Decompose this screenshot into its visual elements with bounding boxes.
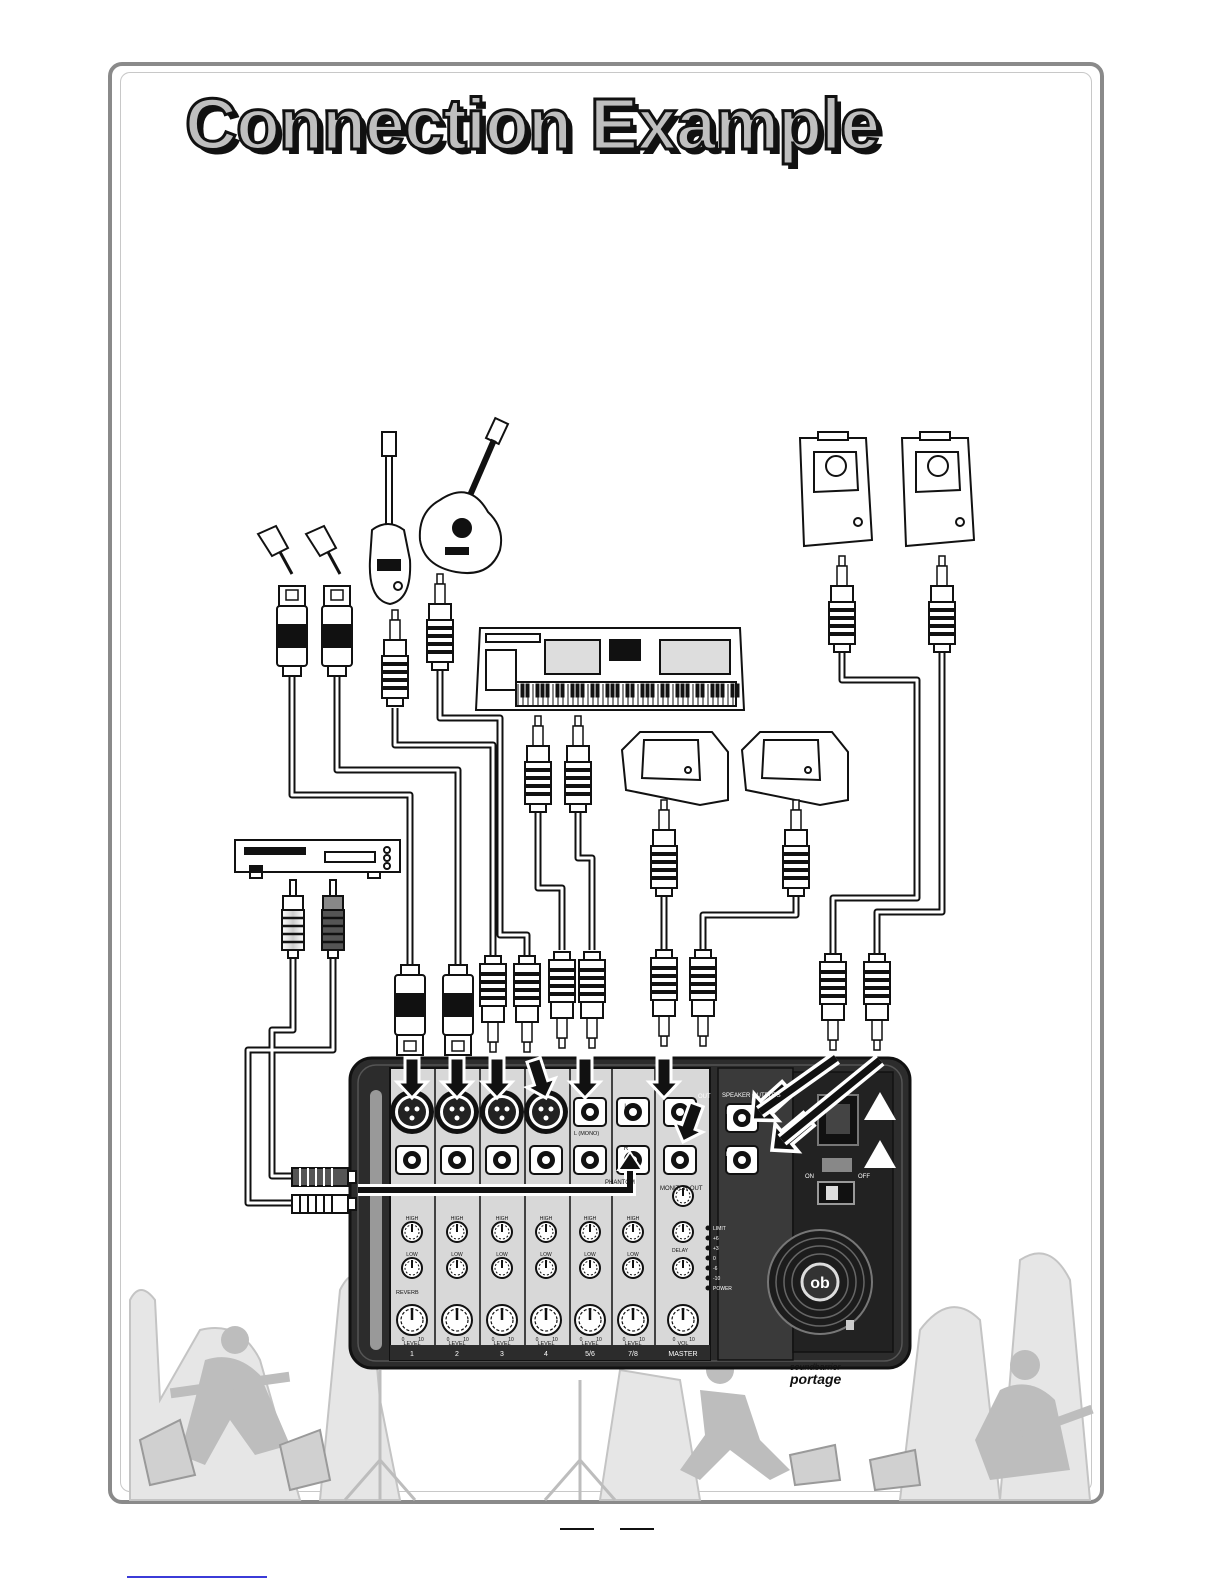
jack-plug-spk-l: [820, 954, 846, 1050]
channel-eq-low-6: LOW: [627, 1252, 639, 1258]
jack-plug-ch4: [514, 956, 540, 1052]
channel-eq-high-1: HIGH: [406, 1216, 419, 1222]
jack-plug-ch56-l: [549, 952, 575, 1048]
channel-eq-high-3: HIGH: [496, 1216, 509, 1222]
meter-label-7: POWER: [713, 1286, 732, 1292]
channel-knob-label-7: VOL: [677, 1341, 688, 1347]
phantom-label: PHANTOM: [605, 1180, 635, 1186]
page-number-rule-left: [560, 1528, 594, 1530]
acoustic-guitar-icon: [420, 418, 508, 573]
monitor-wedge-1-icon: [622, 732, 728, 805]
out-label: OUT: [698, 1094, 711, 1100]
channel-eq-low-1: LOW: [406, 1252, 418, 1258]
xlr-plug-ch2: [443, 965, 473, 1055]
page-number-rule-right: [620, 1528, 654, 1530]
keyboard-icon: [476, 628, 744, 710]
channel-eq-low-4: LOW: [540, 1252, 552, 1258]
channel-scale-min-1: 0: [402, 1337, 405, 1343]
jack-plug-keys-l: [525, 716, 551, 812]
channel-scale-max-6: 10: [639, 1337, 645, 1343]
channel-eq-high-4: HIGH: [540, 1216, 553, 1222]
rca-plug-right: [322, 880, 344, 958]
off-label: OFF: [858, 1174, 870, 1180]
channel-eq-low-2: LOW: [451, 1252, 463, 1258]
channel-name-2: 2: [455, 1351, 459, 1358]
microphone-2-icon: [306, 526, 340, 574]
jack-plug-mon-l: [651, 950, 677, 1046]
speaker-outputs-label: SPEAKER OUTPUTS: [722, 1093, 781, 1099]
channel-name-7: MASTER: [668, 1351, 697, 1358]
speaker-stereo-label-2: R: [726, 1152, 731, 1158]
mixer-rca-plugs: [292, 1168, 356, 1213]
channel-eq-high-2: HIGH: [451, 1216, 464, 1222]
jack-plug-spk-r: [864, 954, 890, 1050]
jack-plug-keys-r: [565, 716, 591, 812]
footer-link-rule: [127, 1576, 267, 1578]
meter-label-1: LIMIT: [713, 1226, 726, 1232]
xlr-plug-mic-2: [322, 586, 352, 676]
rca-plug-left: [282, 880, 304, 958]
stereo-label-2: R: [624, 1146, 629, 1152]
svg-text:ob: ob: [810, 1275, 830, 1292]
channel-name-6: 7/8: [628, 1351, 638, 1358]
channel-scale-max-7: 10: [689, 1337, 695, 1343]
meter-label-6: -10: [713, 1276, 720, 1282]
channel-scale-min-2: 0: [447, 1337, 450, 1343]
channel-scale-max-1: 10: [418, 1337, 424, 1343]
jack-plug-monitor-1: [651, 800, 677, 896]
mono-input-label: L (MONO): [574, 1131, 599, 1137]
jack-plug-main-2: [929, 556, 955, 652]
channel-scale-min-7: 0: [673, 1337, 676, 1343]
channel-scale-min-4: 0: [536, 1337, 539, 1343]
reverb-label: REVERB: [396, 1290, 419, 1296]
meter-label-2: +6: [713, 1236, 719, 1242]
channel-scale-min-5: 0: [580, 1337, 583, 1343]
jack-plug-guitar: [427, 574, 453, 670]
jack-plug-ch56-r: [579, 952, 605, 1048]
main-speaker-1-icon: [800, 432, 872, 546]
channel-scale-max-4: 10: [552, 1337, 558, 1343]
on-label: ON: [805, 1174, 814, 1180]
channel-name-3: 3: [500, 1351, 504, 1358]
main-speaker-2-icon: [902, 432, 974, 546]
jack-plug-main-1: [829, 556, 855, 652]
channel-eq-low-5: LOW: [584, 1252, 596, 1258]
delay-label: DELAY: [672, 1248, 689, 1254]
jack-plug-bass: [382, 610, 408, 706]
channel-scale-min-3: 0: [492, 1337, 495, 1343]
meter-label-3: +3: [713, 1246, 719, 1252]
channel-eq-high-6: HIGH: [627, 1216, 640, 1222]
xlr-plug-mic-1: [277, 586, 307, 676]
channel-scale-min-6: 0: [623, 1337, 626, 1343]
channel-scale-max-3: 10: [508, 1337, 514, 1343]
monitor-wedge-2-icon: [742, 732, 848, 805]
channel-name-5: 5/6: [585, 1351, 595, 1358]
keyboard-black-key: [736, 684, 739, 697]
jack-plug-ch3: [480, 956, 506, 1052]
meter-label-5: -6: [713, 1266, 718, 1272]
jack-plug-mon-r: [690, 950, 716, 1046]
channel-eq-low-3: LOW: [496, 1252, 508, 1258]
dancer-silhouette: [680, 1356, 790, 1480]
xlr-plug-ch1: [395, 965, 425, 1055]
cd-player-icon: [235, 840, 400, 878]
channel-scale-max-2: 10: [463, 1337, 469, 1343]
monitor-out-label: MONITOR OUT: [660, 1186, 703, 1192]
microphone-1-icon: [258, 526, 292, 574]
bass-guitar-icon: [370, 432, 410, 604]
jack-plug-monitor-2: [783, 800, 809, 896]
meter-label-4: 0: [713, 1256, 716, 1262]
fan-icon: ob: [768, 1230, 872, 1334]
channel-name-1: 1: [410, 1351, 414, 1358]
model-logo: portage: [789, 1371, 842, 1387]
channel-eq-high-5: HIGH: [584, 1216, 597, 1222]
channel-name-4: 4: [544, 1351, 548, 1358]
channel-scale-max-5: 10: [596, 1337, 602, 1343]
